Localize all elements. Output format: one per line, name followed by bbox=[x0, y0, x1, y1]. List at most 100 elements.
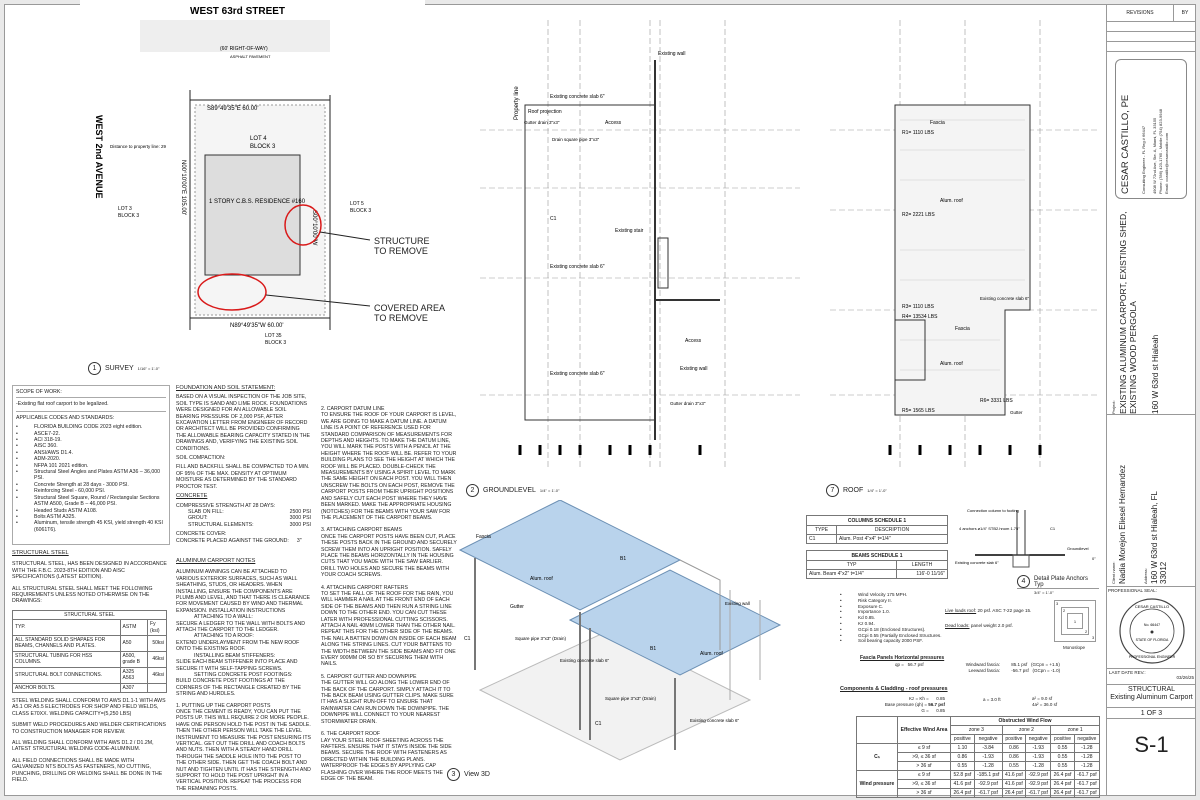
steel-p1: STRUCTURAL STEEL, HAS BEEN DESIGNED IN A… bbox=[12, 561, 167, 581]
sign-header: negative bbox=[1025, 734, 1052, 744]
lot-label: LOT 4 bbox=[250, 136, 267, 142]
step-heading: 3. ATTACHING CARPORT BEAMS bbox=[321, 527, 402, 534]
wind-item: Wind Velocity 175 MPH. bbox=[840, 592, 940, 598]
strength-label: GROUT: bbox=[188, 515, 208, 522]
cell: 0.55 bbox=[1050, 752, 1075, 762]
strength-row: SLAB ON FILL:2500 PSI bbox=[176, 509, 311, 515]
code-item: Aluminum, tensile strength 45 KSI, yield… bbox=[16, 520, 166, 533]
steel-p4: SUBMIT WELD PROCEDURES AND WELDER CERTIF… bbox=[12, 722, 166, 735]
base-label: Base pressure (qh) = bbox=[884, 702, 927, 707]
aluminum-title: ALUMINUM CARPORT NOTES bbox=[176, 558, 256, 564]
cell: -92.9 psf bbox=[1025, 770, 1052, 780]
step-text: BUILD CONCRETE POST FOOTINGS AT THE CORN… bbox=[176, 678, 301, 698]
cell: 46ksi bbox=[147, 666, 167, 684]
codes-list: FLORIDA BUILDING CODE 2023 eight edition… bbox=[16, 424, 166, 533]
code-item: NFPA 101 2021 edition. bbox=[16, 463, 166, 470]
step-text: EXTEND UNDERLAYMENT FROM THE NEW ROOF ON… bbox=[176, 639, 300, 653]
zone-header: zone 2 bbox=[1001, 725, 1052, 735]
view-label: Detail Plate Anchors Typ bbox=[1033, 575, 1088, 588]
client-address: 160 W 63rd st Hialeah, FL 33012 bbox=[1150, 491, 1168, 584]
cell: 52.8 psf bbox=[950, 770, 975, 780]
access-label: Access bbox=[605, 120, 622, 126]
steel-p6: ALL FIELD CONNECTIONS SHALL BE MADE WITH… bbox=[12, 757, 163, 783]
detail-scale: 3/4" = 1'-0" bbox=[1034, 590, 1054, 595]
col-header: TYPE bbox=[806, 525, 837, 535]
wind-item: Soil bearing capacity 2000 PSF. bbox=[840, 638, 940, 644]
cell: -1.28 bbox=[1073, 743, 1101, 753]
reaction-r4: R4= 13534 LBS bbox=[902, 314, 938, 320]
cell: > 36 sf bbox=[896, 788, 952, 798]
cover-value: 3" bbox=[296, 537, 302, 544]
cell: ≤ 9 sf bbox=[896, 770, 952, 780]
step-heading: 6. THE CARPORT ROOF bbox=[321, 731, 381, 738]
cell: 50ksi bbox=[147, 635, 167, 652]
step-heading: INSTALLING BEAM STIFFENERS: bbox=[194, 652, 276, 659]
reaction-r2: R2= 2221 LBS bbox=[902, 212, 935, 218]
client-label: Client name: bbox=[1111, 561, 1116, 584]
windward-coef: (GCpn = +1.5) bbox=[1031, 662, 1060, 667]
project-address: 160 W 63rd st Hialeah bbox=[1151, 334, 1160, 414]
cell: -61.7 psf bbox=[1073, 788, 1101, 798]
survey-drawing: WEST 63rd STREET (60' RIGHT-OF-WAY) ASPH… bbox=[80, 0, 425, 360]
anchors-label: 4 anchors ø1/4" STB2.hnom 1.75" bbox=[959, 526, 1020, 531]
row-label: (60' RIGHT-OF-WAY) bbox=[220, 46, 268, 52]
address-label: Address: bbox=[1143, 568, 1148, 584]
column-label: C1 bbox=[595, 721, 602, 727]
step-text: SECURE A LEDGER TO THE WALL WITH BOLTS A… bbox=[176, 620, 305, 634]
cell: > 36 sf bbox=[896, 761, 952, 771]
cell: ≤ 9 sf bbox=[896, 743, 952, 753]
view-label: View 3D bbox=[464, 771, 490, 778]
foundation-text: BASED ON A VISUAL INSPECTION OF THE JOB … bbox=[176, 394, 310, 452]
cell: 41.6 psf bbox=[1001, 779, 1027, 789]
lot35-label: LOT 35 bbox=[265, 333, 282, 339]
cell: -1.93 bbox=[1025, 743, 1052, 753]
zone-2: 2 bbox=[1063, 608, 1066, 613]
sign-header: negative bbox=[1073, 734, 1101, 744]
cell: -61.7 psf bbox=[1073, 779, 1101, 789]
column-label: C1 bbox=[1050, 526, 1056, 531]
a-value: a = 3.0 ft bbox=[983, 697, 1001, 702]
alum-roof-label: Alum. roof bbox=[940, 361, 963, 367]
pipe-label: Square pipe 3"x3" (Drain) bbox=[605, 696, 656, 701]
cell: Alum. Post 4"x4" t=1/4" bbox=[836, 534, 948, 544]
residence-label: 1 STORY C.B.S. RESIDENCE #160 bbox=[209, 199, 306, 205]
discipline: STRUCTURAL bbox=[1127, 686, 1176, 693]
strength-label: STRUCTURAL ELEMENTS: bbox=[188, 521, 254, 528]
lot5-label: LOT 5 bbox=[350, 201, 364, 207]
bearing-right: S00°10'00"W bbox=[311, 210, 317, 246]
wind-item: Risk Category II. bbox=[840, 598, 940, 604]
fascia-title: Fascia Panels Horizontal pressures bbox=[860, 655, 945, 661]
revisions-label: REVISIONS bbox=[1107, 4, 1174, 21]
engineer-address: 4908 W 72nd Ave, Ste. A, Miami, FL 33155… bbox=[1152, 66, 1170, 194]
cell: >9, ≤ 36 sf bbox=[896, 752, 952, 762]
cell: C1 bbox=[806, 534, 837, 544]
cell: -61.7 psf bbox=[1025, 788, 1052, 798]
engineer-name: CESAR CASTILLO, PE bbox=[1120, 94, 1131, 194]
email-line: Email: ccastillo@cesarcastillo.com bbox=[1164, 132, 1169, 194]
professional-seal: CESAR CASTILLO No. 66447 STATE OF FLORID… bbox=[1119, 598, 1185, 664]
cell: 0.86 bbox=[950, 752, 975, 762]
aluminum-carport-notes: ALUMINUM CARPORT NOTES ALUMINUM AWNINGS … bbox=[176, 558, 311, 792]
step-heading: 5. CARPORT GUTTER AND DOWNPIPE bbox=[321, 673, 417, 680]
codes-title: APPLICABLE CODES AND STANDARDS: bbox=[16, 414, 115, 421]
cell: A325 A563 bbox=[119, 666, 149, 684]
steel-table-title: STRUCTURAL STEEL bbox=[12, 609, 167, 621]
live-loads: Live loads roof: 20 psf. ASC 7-22 page 1… bbox=[945, 608, 1031, 614]
groundlevel-plan: Property line Existing concrete slab 6" … bbox=[480, 20, 800, 470]
code-item: ANSI/AWS D1.4. bbox=[16, 450, 166, 457]
view-label: SURVEY bbox=[105, 365, 134, 372]
cell: ANCHOR BOLTS. bbox=[12, 682, 121, 693]
step-text: THE GUTTER WILL GO ALONG THE LOWER END O… bbox=[321, 680, 454, 725]
cell: STRUCTURAL TUBING FOR HSS COLUMNS. bbox=[12, 650, 121, 668]
col-header: Obstructed Wind Flow bbox=[950, 716, 1100, 726]
view-scale: 1/4" = 1'-0" bbox=[539, 488, 560, 493]
reaction-r3: R3= 1110 LBS bbox=[902, 304, 935, 310]
sheet-title: Existing Aluminum Carport bbox=[1110, 693, 1193, 701]
cell: -185.1 psf bbox=[973, 770, 1003, 780]
